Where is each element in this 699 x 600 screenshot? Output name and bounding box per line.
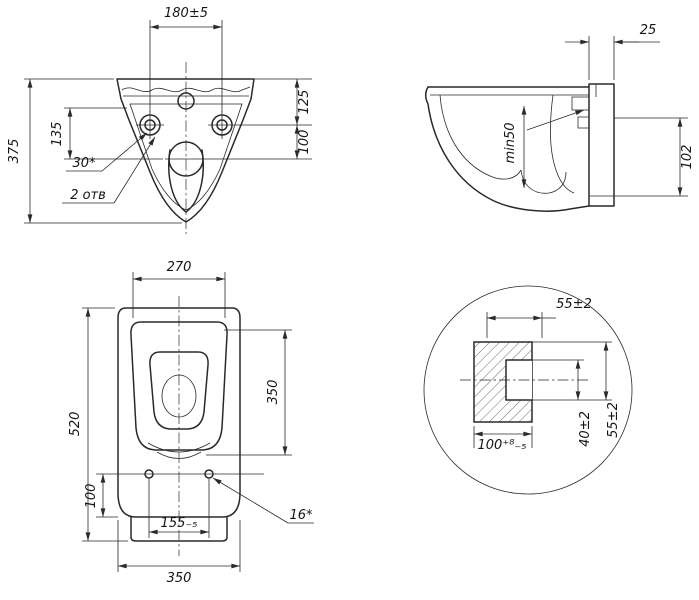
dim-55-top-label: 55±2 (556, 297, 592, 312)
dim-55-side-label: 55±2 (606, 402, 621, 438)
rear-view: 180±5 375 135 125 100 30* (7, 6, 312, 234)
dim-125-label: 125 (297, 90, 312, 115)
dim-350-side-label: 350 (266, 380, 281, 405)
dim-100-rear: 100 (294, 124, 312, 160)
dim-350-bottom-label: 350 (167, 571, 192, 586)
dim-350-side: 350 (206, 329, 292, 456)
detail-view: 55±2 100⁺⁸₋₅ 40±2 55±2 (423, 285, 633, 495)
dim-155: 155₋₅ (148, 479, 210, 538)
dim-100-rear-label: 100 (297, 130, 312, 155)
leader-hole-16: 16* (212, 477, 314, 524)
min50-label: min50 (503, 122, 518, 163)
dim-25-label: 25 (640, 23, 657, 38)
dim-375: 375 (7, 78, 182, 224)
drain-egg-contour (168, 149, 204, 213)
dim-40: 40±2 (575, 359, 593, 447)
dim-102: 102 (614, 117, 695, 197)
dim-100-plan: 100 (84, 473, 118, 518)
dim-270: 270 (132, 260, 226, 318)
holes-note-label: 2 отв (70, 188, 106, 203)
dim-100-tol-label: 100⁺⁸₋₅ (478, 438, 527, 453)
dim-55-top: 55±2 (486, 297, 592, 338)
dim-100-plan-label: 100 (84, 484, 99, 509)
dim-180: 180±5 (149, 6, 223, 112)
rear-view-outline (116, 78, 255, 223)
dim-102-label: 102 (680, 145, 695, 170)
right-hole-crosshair (208, 111, 236, 139)
dim-155-label: 155₋₅ (161, 516, 198, 531)
dim-270-label: 270 (167, 260, 192, 275)
dim-520: 520 (68, 307, 128, 542)
dim-55-side: 55±2 (603, 341, 621, 438)
plan-view: 270 520 350 100 155₋₅ 350 (68, 260, 314, 586)
bowl-opening (149, 351, 209, 430)
dim-180-label: 180±5 (164, 6, 208, 21)
leader-two-holes: 2 отв (62, 136, 156, 204)
detail-circle (423, 285, 633, 495)
dim-40-label: 40±2 (578, 411, 593, 447)
dim-100-tol: 100⁺⁸₋₅ (473, 426, 533, 453)
dim-135-label: 135 (50, 122, 65, 147)
bowl-front-wave-1 (147, 442, 211, 453)
bowl-outer-profile (425, 86, 590, 212)
dim-520-label: 520 (68, 412, 83, 437)
mounting-flange-outline (588, 83, 615, 207)
dim-350-bottom: 350 (117, 520, 241, 586)
dim-25: 25 (565, 23, 660, 80)
hole-note-label: 16* (289, 508, 313, 523)
seat-hole-right (204, 469, 214, 479)
seat-hole-left (144, 469, 154, 479)
slot-extension-lines (532, 341, 612, 401)
angle-note-label: 30* (72, 156, 96, 171)
seat-ring-outer (130, 321, 228, 451)
dim-min50: min50 (503, 105, 585, 189)
rear-view-inner-contour (129, 103, 243, 211)
left-hole-crosshair (136, 111, 164, 139)
flange-fixture-detail (571, 84, 614, 197)
dim-135: 135 (50, 107, 163, 160)
dim-125: 125 (207, 78, 312, 160)
rear-view-break-wave-line (121, 86, 251, 93)
trap-channel-lines (520, 94, 575, 194)
bowl-inner-profile (439, 94, 522, 180)
dim-375-label: 375 (7, 139, 22, 164)
side-view: min50 25 102 (425, 23, 695, 212)
leader-angle-30: 30* (66, 132, 148, 172)
plan-outline (117, 307, 241, 518)
